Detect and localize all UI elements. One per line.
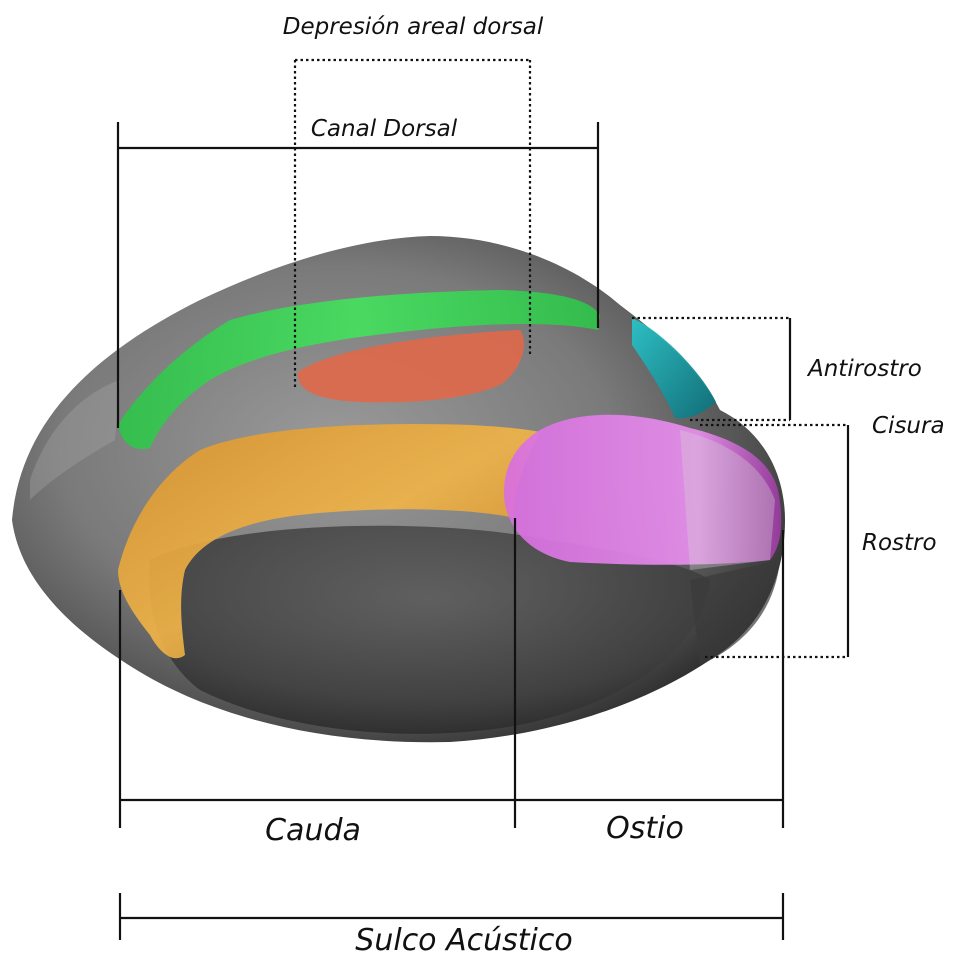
label-cauda: Cauda xyxy=(265,813,361,848)
label-antirostro: Antirostro xyxy=(806,356,922,382)
label-rostro: Rostro xyxy=(862,530,937,556)
label-ostio: Ostio xyxy=(606,811,684,846)
label-cisura: Cisura xyxy=(872,413,945,439)
label-depresion-areal-dorsal: Depresión areal dorsal xyxy=(283,14,544,40)
label-canal-dorsal: Canal Dorsal xyxy=(311,116,458,142)
label-sulco-acustico: Sulco Acústico xyxy=(355,923,572,957)
